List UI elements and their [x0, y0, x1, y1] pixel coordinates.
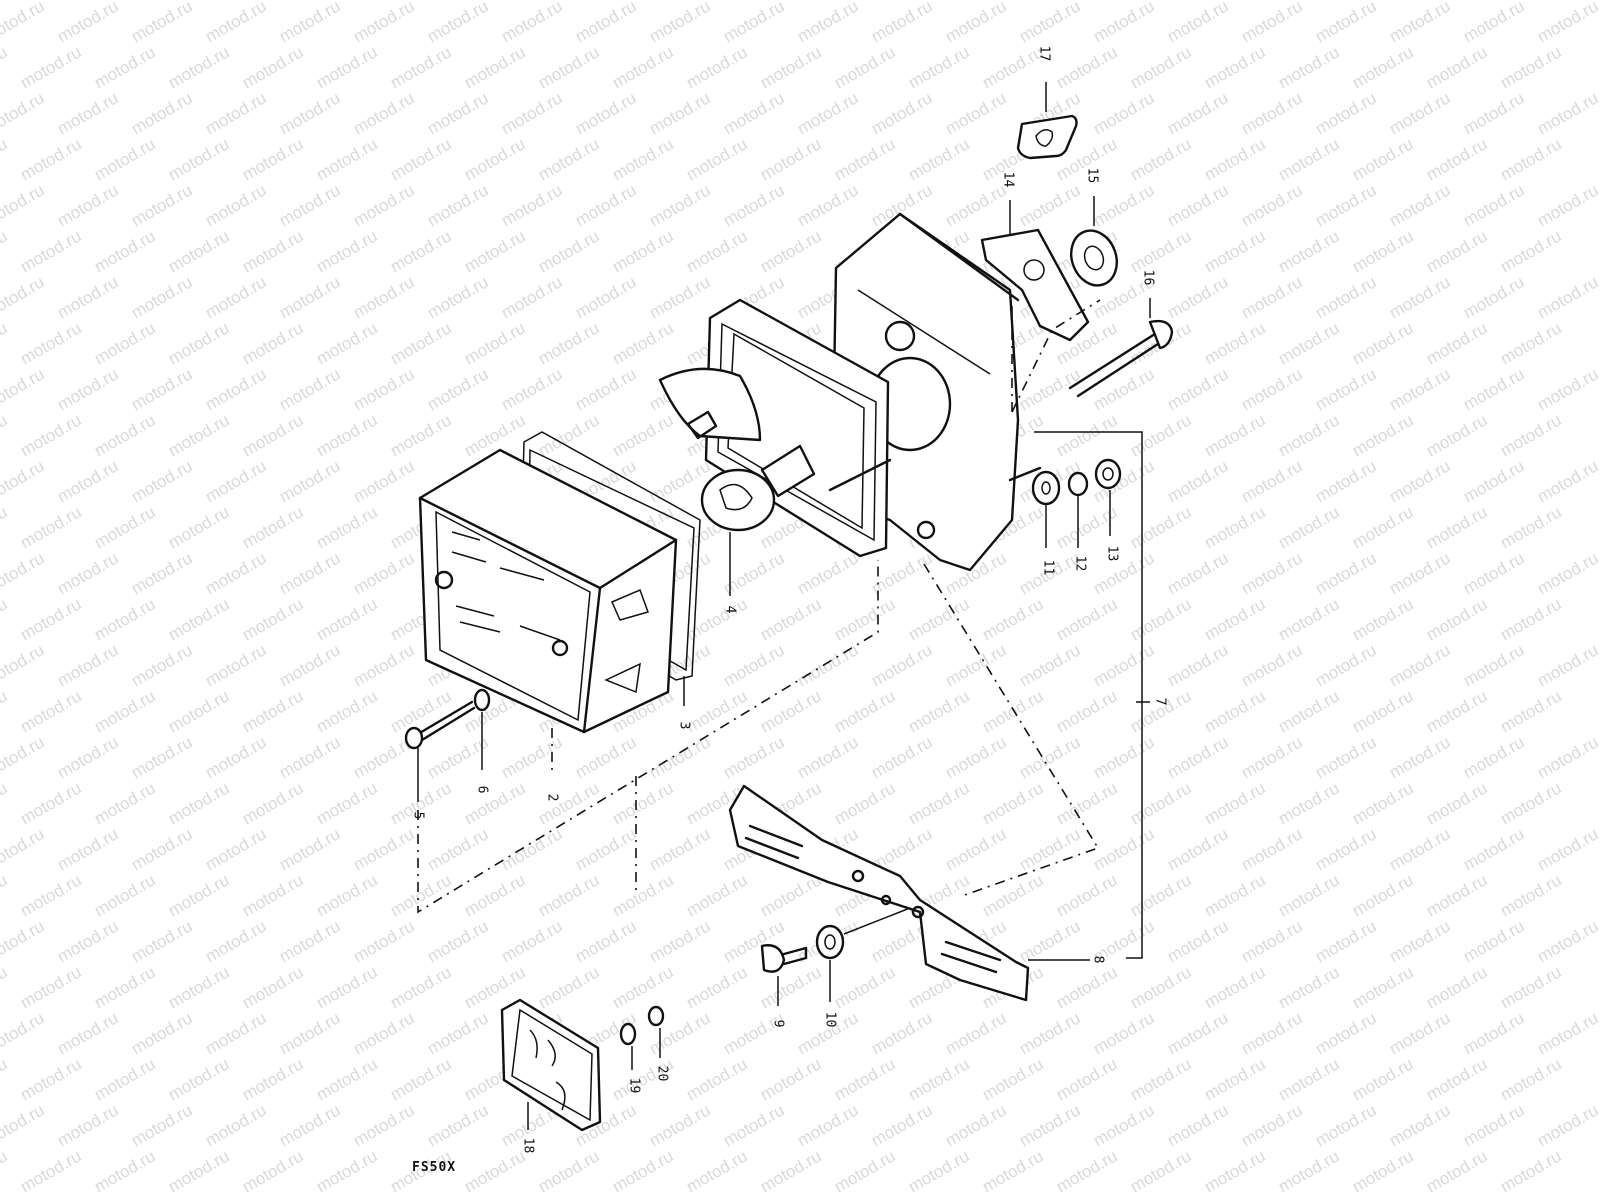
callout-12: 12: [1072, 555, 1088, 572]
callout-19: 19: [626, 1077, 642, 1094]
part-12-lockwasher: [1067, 471, 1089, 497]
part-18-reflector-plate: [500, 998, 602, 1132]
callout-4: 4: [722, 605, 738, 614]
part-6-washer: [473, 688, 491, 712]
callout-5: 5: [410, 811, 426, 820]
part-reflector: [658, 367, 762, 442]
callout-15: 15: [1084, 167, 1100, 184]
part-4-bulb: [700, 444, 892, 532]
callout-8: 8: [1090, 955, 1106, 964]
part-5-screw: [404, 700, 476, 750]
part-20-nut: [647, 1005, 665, 1027]
callout-16: 16: [1140, 269, 1156, 286]
callout-18: 18: [520, 1137, 536, 1154]
callout-13: 13: [1104, 545, 1120, 562]
part-10-washer: [815, 924, 845, 960]
callout-11: 11: [1040, 559, 1056, 576]
callout-14: 14: [1000, 171, 1016, 188]
callout-6: 6: [474, 785, 490, 794]
callout-2: 2: [544, 793, 560, 802]
part-13-nut: [1094, 458, 1122, 490]
callout-9: 9: [770, 1019, 786, 1028]
part-8-bracket: [728, 784, 1030, 1002]
callout-17: 17: [1036, 45, 1052, 62]
part-2-lens: [418, 448, 678, 734]
callout-7: 7: [1152, 697, 1168, 706]
callout-3: 3: [676, 721, 692, 730]
part-17-cap: [1016, 114, 1078, 160]
part-15-grommet: [1070, 229, 1118, 287]
model-label: FS50X: [412, 1160, 457, 1175]
part-9-bolt: [760, 944, 808, 973]
callout-20: 20: [654, 1065, 670, 1082]
callout-10: 10: [822, 1011, 838, 1028]
part-14-gasket: [980, 228, 1090, 342]
part-16-bolt: [1068, 319, 1174, 398]
part-19-washer: [619, 1022, 637, 1046]
leader-lines: [417, 82, 1151, 1130]
part-11-washer: [1031, 470, 1061, 506]
